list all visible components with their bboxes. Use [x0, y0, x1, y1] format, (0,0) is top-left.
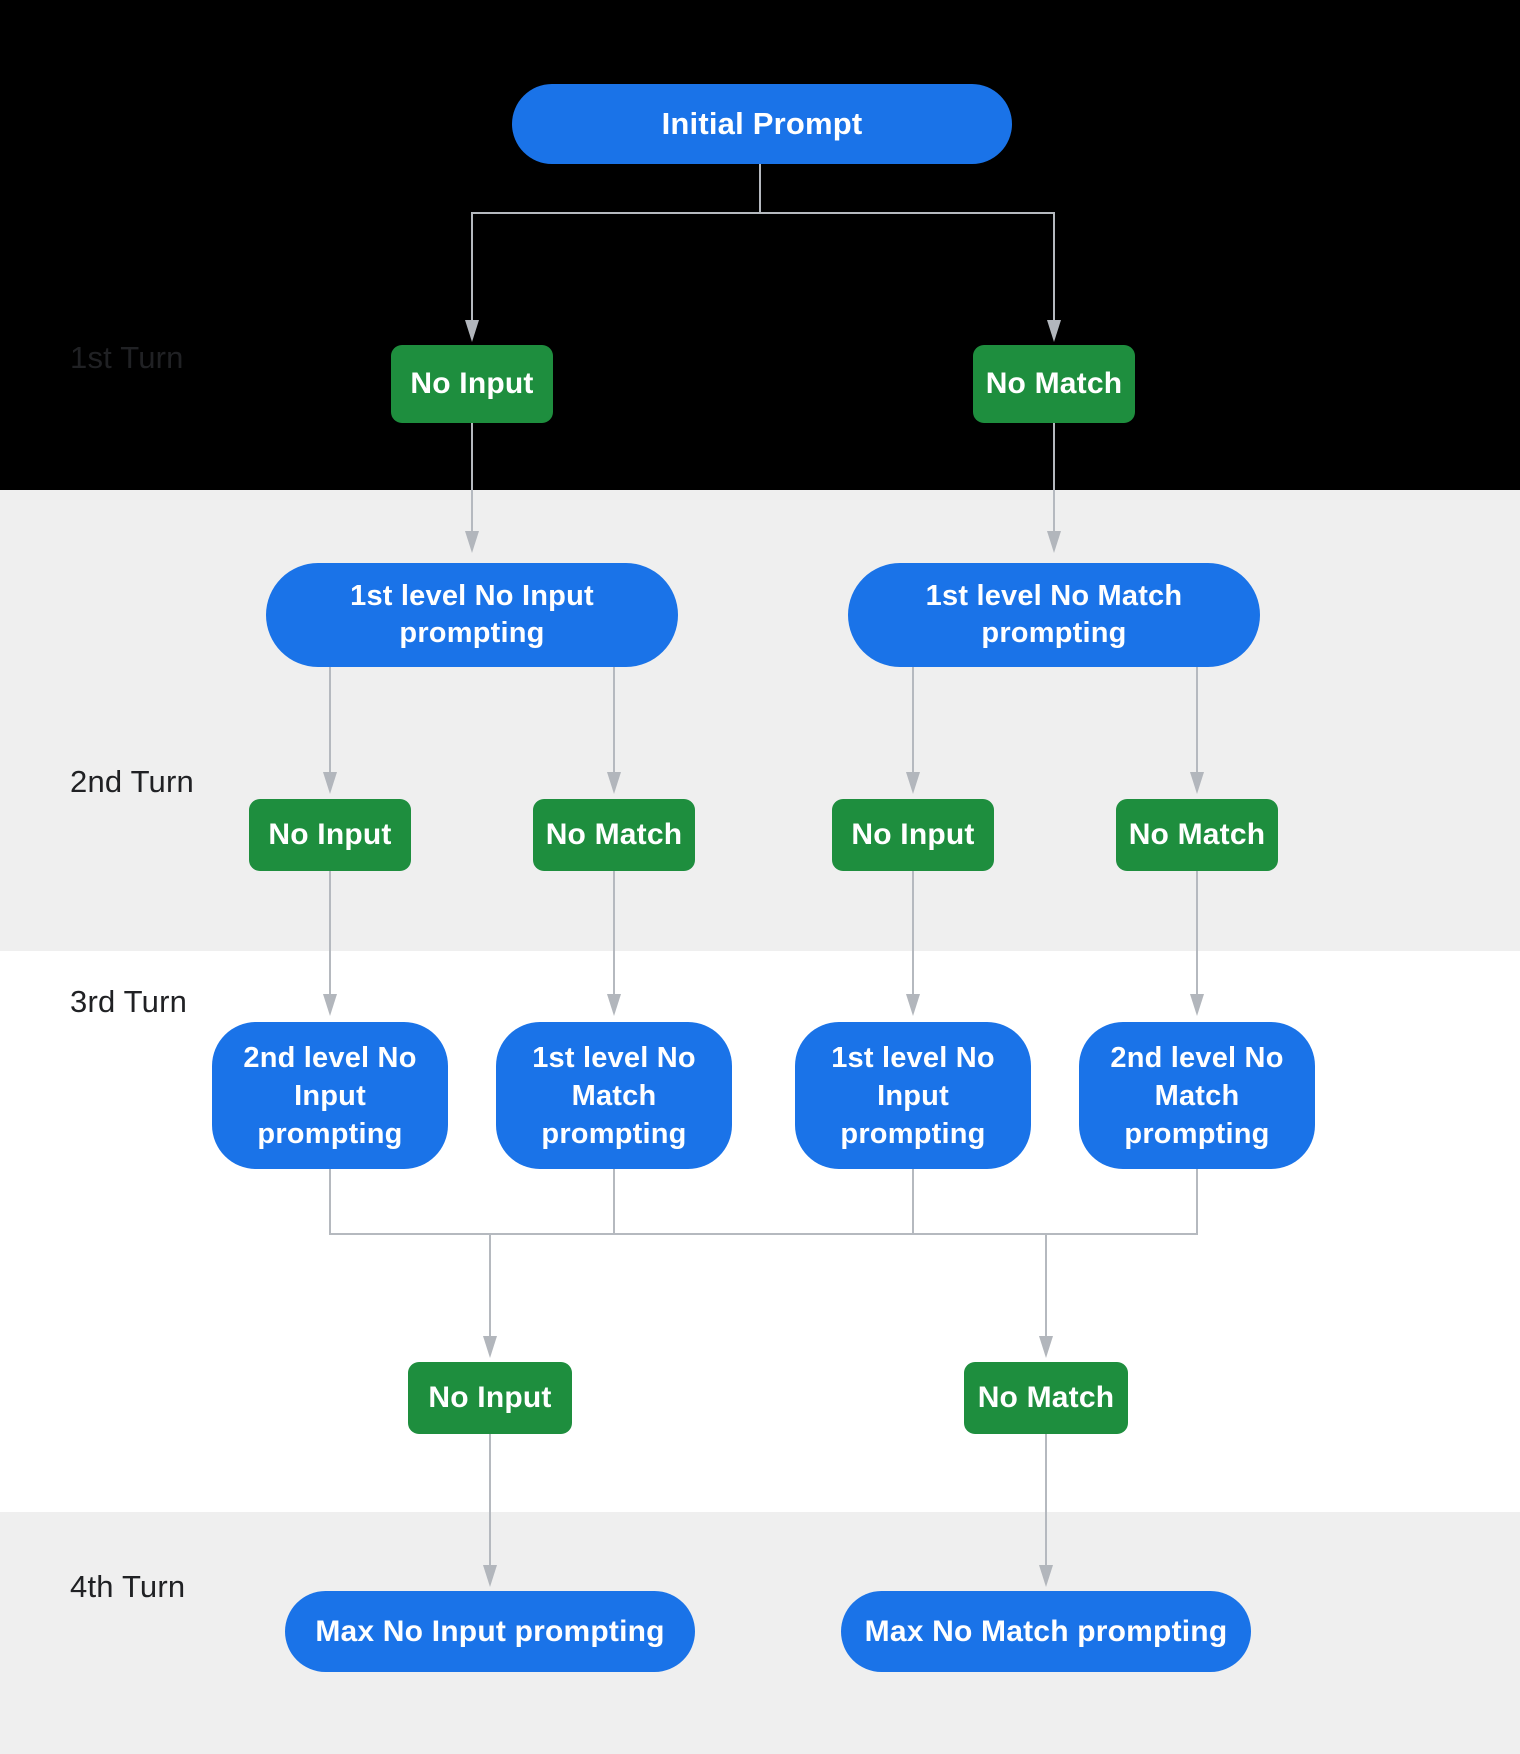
- band-turn4: [0, 1512, 1520, 1754]
- node-turn2-no-match-left: No Match: [533, 799, 695, 871]
- connector-merge-line: [329, 1233, 1198, 1235]
- band-turn1: [0, 0, 1520, 490]
- arrowhead-down-icon: [1190, 772, 1204, 794]
- turn-label-4th: 4th Turn: [70, 1569, 186, 1604]
- node-initial-prompt: Initial Prompt: [512, 84, 1012, 164]
- connector-stem: [1053, 212, 1055, 322]
- turn-label-3rd: 3rd Turn: [70, 984, 188, 1019]
- arrowhead-down-icon: [607, 994, 621, 1016]
- node-turn3-level1-no-match-prompting: 1st level No Match prompting: [496, 1022, 732, 1169]
- arrowhead-down-icon: [1047, 531, 1061, 553]
- arrowhead-down-icon: [1047, 320, 1061, 342]
- node-turn1-no-input: No Input: [391, 345, 553, 423]
- connector-stem: [329, 871, 331, 996]
- connector-stem: [613, 871, 615, 996]
- connector-stem: [912, 667, 914, 774]
- connector-stem: [471, 212, 473, 322]
- arrowhead-down-icon: [483, 1565, 497, 1587]
- node-turn4-no-input: No Input: [408, 1362, 572, 1434]
- node-turn1-no-match: No Match: [973, 345, 1135, 423]
- arrowhead-down-icon: [465, 320, 479, 342]
- band-turn2: [0, 490, 1520, 951]
- connector-stem: [471, 423, 473, 533]
- connector-stem: [1045, 1434, 1047, 1567]
- node-turn3-level1-no-input-prompting: 1st level No Input prompting: [795, 1022, 1031, 1169]
- node-turn3-level2-no-input-prompting: 2nd level No Input prompting: [212, 1022, 448, 1169]
- connector-stem: [912, 871, 914, 996]
- connector-stem: [1053, 423, 1055, 533]
- arrowhead-down-icon: [1039, 1565, 1053, 1587]
- arrowhead-down-icon: [906, 772, 920, 794]
- turn-label-2nd: 2nd Turn: [70, 764, 194, 799]
- arrowhead-down-icon: [607, 772, 621, 794]
- node-turn2-no-input-right: No Input: [832, 799, 994, 871]
- node-turn3-level2-no-match-prompting: 2nd level No Match prompting: [1079, 1022, 1315, 1169]
- node-turn2-no-input-left: No Input: [249, 799, 411, 871]
- connector-stem: [329, 1169, 331, 1235]
- connector-stem: [912, 1169, 914, 1235]
- connector-stem: [1196, 871, 1198, 996]
- connector-stem: [1045, 1233, 1047, 1338]
- node-max-no-input-prompting: Max No Input prompting: [285, 1591, 695, 1672]
- connector-stem: [1196, 1169, 1198, 1235]
- connector-stem: [613, 667, 615, 774]
- connector-stem: [759, 164, 761, 213]
- arrowhead-down-icon: [323, 772, 337, 794]
- node-max-no-match-prompting: Max No Match prompting: [841, 1591, 1251, 1672]
- node-level1-no-input-prompting: 1st level No Input prompting: [266, 563, 678, 667]
- connector-stem: [329, 667, 331, 774]
- arrowhead-down-icon: [1039, 1336, 1053, 1358]
- node-turn2-no-match-right: No Match: [1116, 799, 1278, 871]
- connector-stem: [489, 1434, 491, 1567]
- connector-stem: [613, 1169, 615, 1235]
- arrowhead-down-icon: [1190, 994, 1204, 1016]
- arrowhead-down-icon: [323, 994, 337, 1016]
- arrowhead-down-icon: [906, 994, 920, 1016]
- node-level1-no-match-prompting: 1st level No Match prompting: [848, 563, 1260, 667]
- connector-stem: [1196, 667, 1198, 774]
- turn-label-1st: 1st Turn: [70, 340, 184, 375]
- arrowhead-down-icon: [465, 531, 479, 553]
- node-turn4-no-match: No Match: [964, 1362, 1128, 1434]
- arrowhead-down-icon: [483, 1336, 497, 1358]
- connector-branch-line: [471, 212, 1055, 214]
- connector-stem: [489, 1233, 491, 1338]
